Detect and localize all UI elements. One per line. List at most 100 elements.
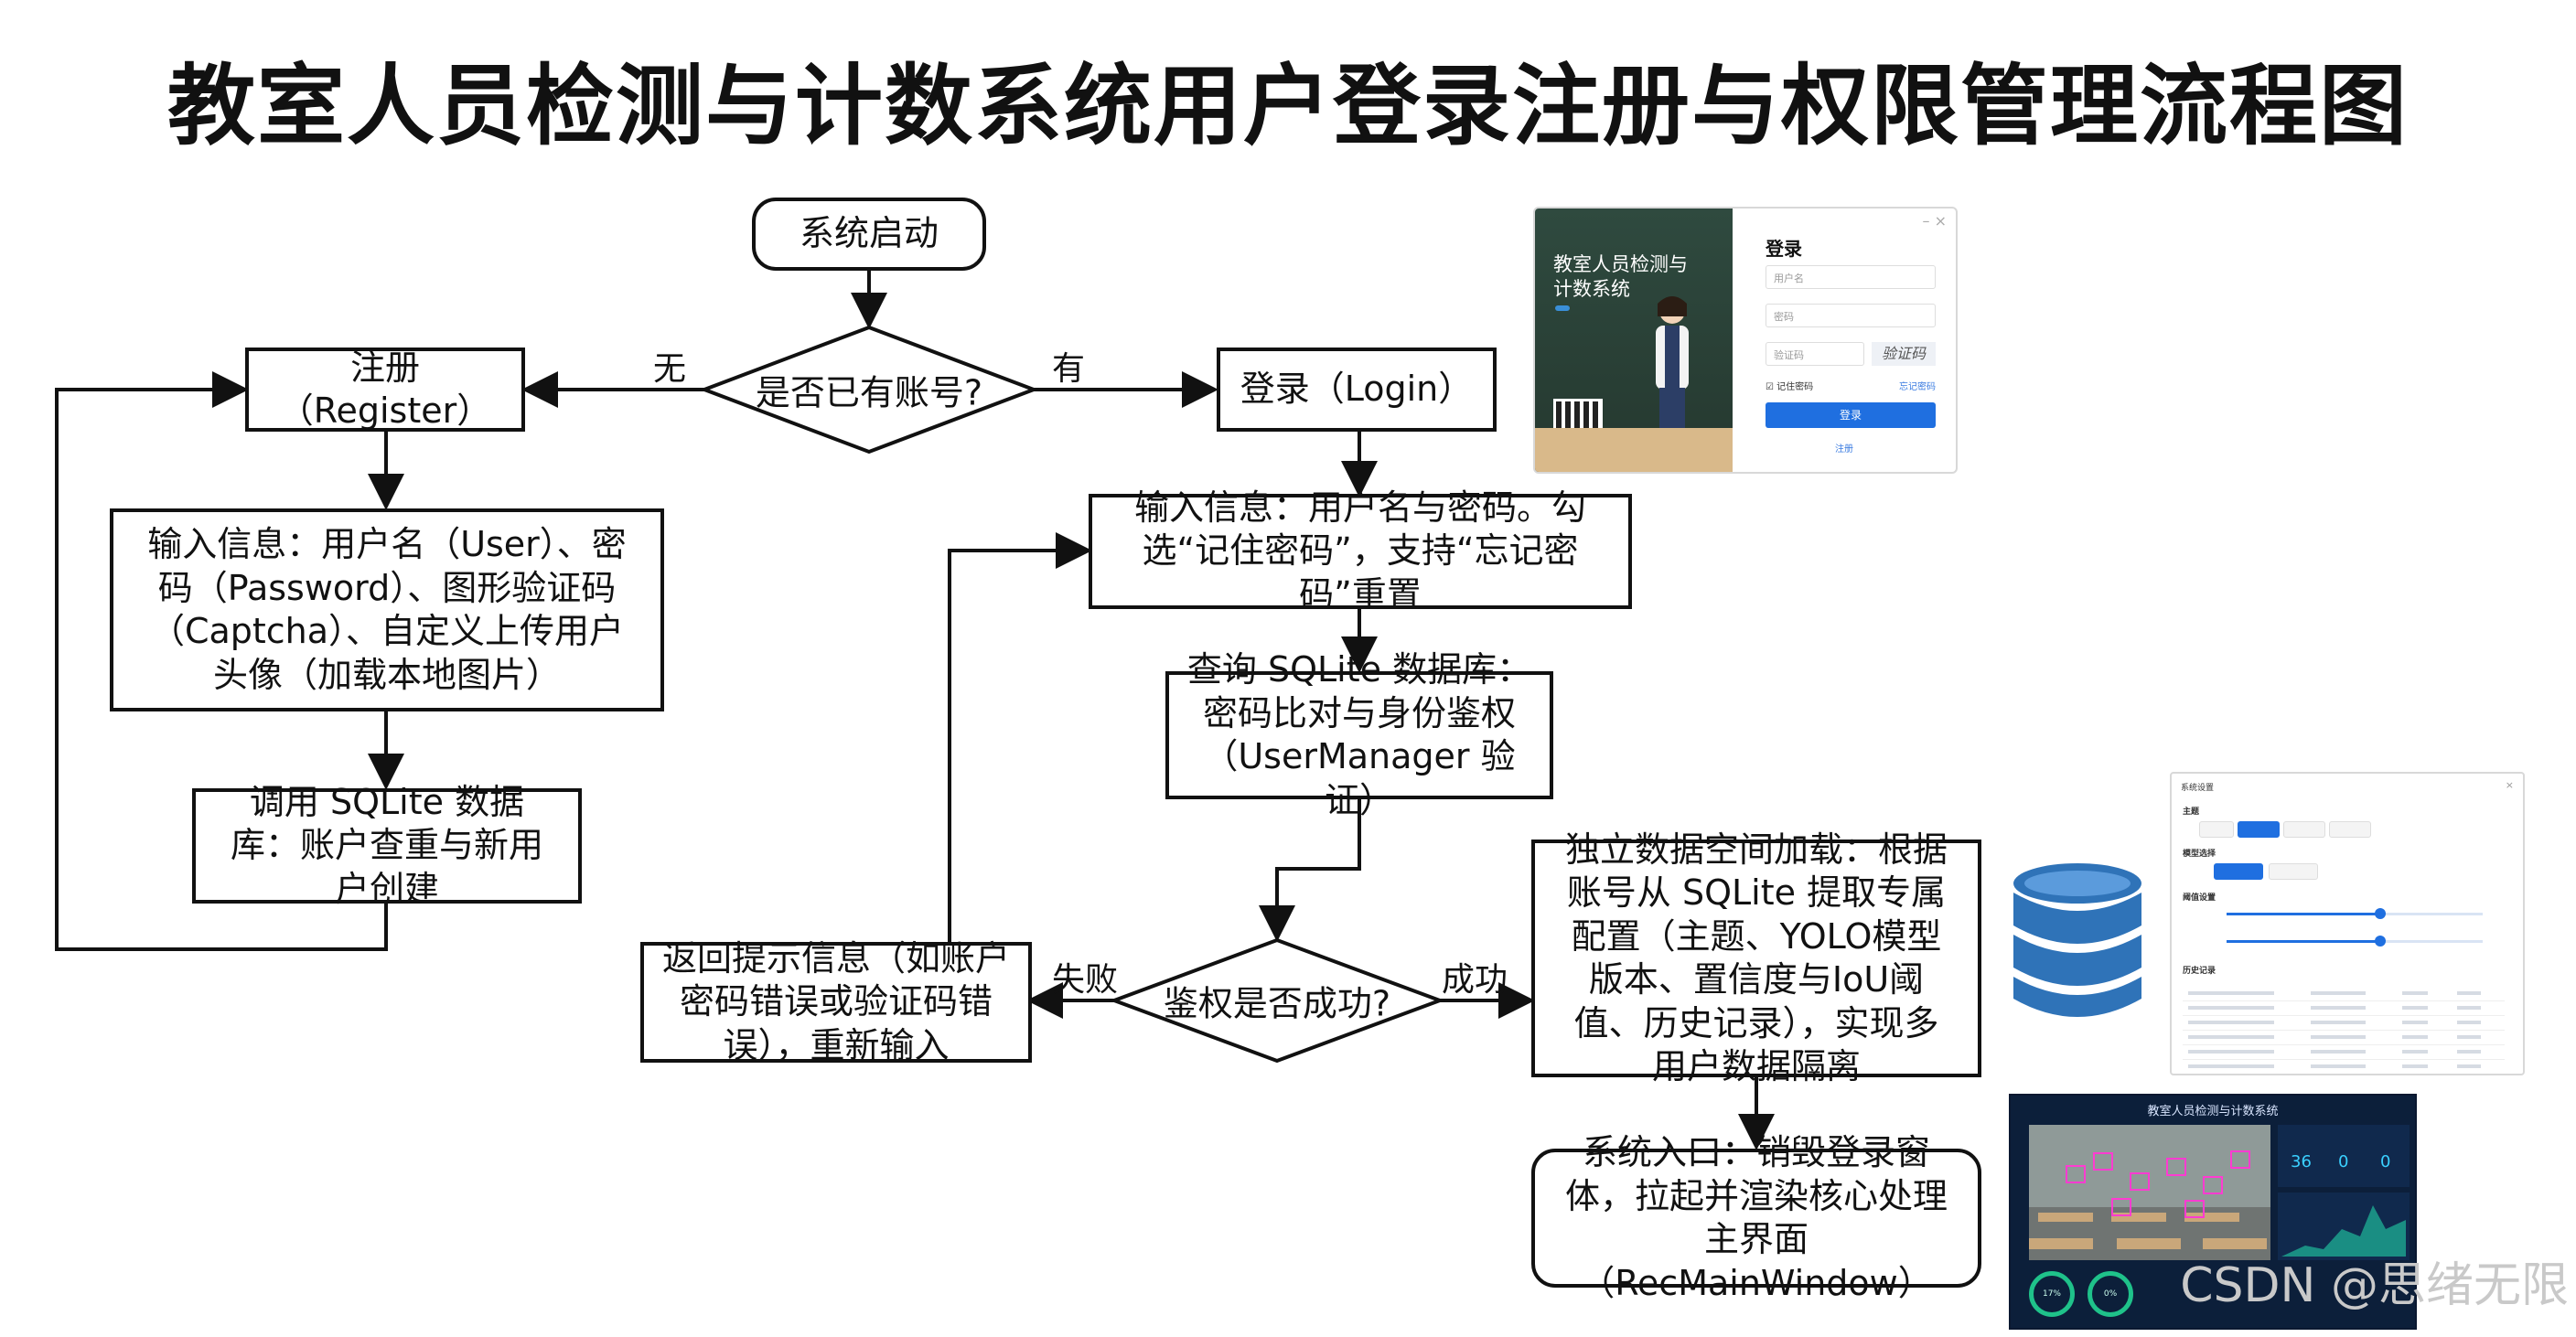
history-cell — [2188, 1050, 2219, 1054]
history-row — [2183, 1059, 2505, 1074]
captcha-input[interactable]: 验证码 — [1766, 342, 1864, 366]
stats-panel: 36 0 0 — [2278, 1125, 2410, 1187]
decision-has-account-shape — [699, 325, 1039, 455]
close-icon[interactable]: – × — [1922, 212, 1948, 230]
decision-auth-shape — [1109, 937, 1445, 1064]
node-login: 登录（Login） — [1217, 348, 1497, 432]
remember-password-checkbox[interactable]: ☑ 记住密码 — [1766, 382, 1814, 392]
login-button[interactable]: 登录 — [1766, 402, 1936, 428]
gauge-2: 0% — [2088, 1271, 2133, 1317]
theme-option[interactable] — [2329, 821, 2371, 838]
history-cell — [2402, 991, 2428, 995]
watermark: CSDN @思绪无限 — [2180, 1258, 2569, 1313]
edge-label-success: 成功 — [1442, 961, 1508, 999]
forgot-password-link[interactable]: 忘记密码 — [1899, 382, 1936, 392]
history-row — [2183, 986, 2505, 1001]
history-cell — [2219, 1006, 2274, 1010]
threshold-label: 阈值设置 — [2183, 893, 2216, 903]
classroom-scene — [2029, 1125, 2270, 1260]
history-cell — [2402, 1035, 2428, 1039]
history-cell — [2311, 1064, 2366, 1068]
history-cell — [2457, 991, 2481, 995]
history-cell — [2188, 1006, 2219, 1010]
history-cell — [2311, 1050, 2366, 1054]
detection-box — [2066, 1165, 2086, 1183]
edge-label-yes: 有 — [1052, 350, 1086, 388]
stat-value: 0 — [2338, 1152, 2349, 1171]
decision-auth: 鉴权是否成功? — [1163, 983, 1391, 1024]
iou-slider-knob[interactable] — [2375, 936, 2386, 947]
confidence-slider-knob[interactable] — [2375, 908, 2386, 919]
login-brand-text: 教室人员检测与计数系统 — [1553, 253, 1688, 301]
history-cell — [2219, 1064, 2274, 1068]
node-start: 系统启动 — [752, 198, 986, 271]
history-cell — [2188, 1064, 2219, 1068]
register-link[interactable]: 注册 — [1835, 444, 1853, 455]
history-row — [2183, 1000, 2505, 1016]
history-cell — [2219, 1021, 2274, 1024]
node-load-space: 独立数据空间加载：根据账号从 SQLite 提取专属配置（主题、YOLO模型版本… — [1531, 829, 1981, 1086]
history-cell — [2402, 1064, 2428, 1068]
username-input[interactable]: 用户名 — [1766, 265, 1936, 289]
detection-video-frame — [2029, 1125, 2270, 1260]
node-register-db: 调用 SQLite 数据库：账户查重与新用户创建 — [192, 782, 582, 909]
settings-window-screenshot: 系统设置 × 主题 模型选择 阈值设置 历史记录 — [2170, 772, 2525, 1075]
history-cell — [2311, 1035, 2366, 1039]
confidence-slider[interactable] — [2227, 908, 2483, 919]
detection-box — [2230, 1150, 2250, 1169]
history-cell — [2457, 1021, 2481, 1024]
edge-label-no: 无 — [653, 350, 687, 388]
diagram-title: 教室人员检测与计数系统用户登录注册与权限管理流程图 — [167, 55, 2409, 157]
node-register-input: 输入信息：用户名（User）、密码（Password）、图形验证码（Captch… — [110, 508, 664, 711]
confidence-slider-fill — [2227, 913, 2380, 915]
remember-label: 记住密码 — [1776, 382, 1814, 392]
login-form: – × 登录 用户名 密码 验证码 验证码 ☑ 记住密码 忘记密码 登录 注册 — [1733, 209, 1956, 472]
password-input[interactable]: 密码 — [1766, 304, 1936, 327]
history-cell — [2219, 1050, 2274, 1054]
captcha-image[interactable]: 验证码 — [1872, 342, 1936, 366]
history-cell — [2402, 1006, 2428, 1010]
theme-option[interactable] — [2283, 821, 2325, 838]
history-cell — [2457, 1035, 2481, 1039]
history-cell — [2457, 1064, 2481, 1068]
trend-chart — [2278, 1193, 2410, 1260]
stat-value: 0 — [2380, 1152, 2391, 1171]
history-cell — [2219, 1035, 2274, 1039]
register-row: 注册 — [1733, 441, 1956, 455]
theme-option[interactable] — [2199, 821, 2234, 838]
model-option[interactable] — [2269, 863, 2318, 880]
detection-box — [2184, 1200, 2205, 1218]
history-cell — [2311, 1006, 2366, 1010]
node-entry: 系统入口：销毁登录窗体，拉起并渲染核心处理主界面（RecMainWindow） — [1531, 1132, 1981, 1303]
detection-box — [2093, 1152, 2113, 1171]
person-count: 36 — [2291, 1152, 2312, 1171]
history-cell — [2311, 991, 2366, 995]
history-cell — [2457, 1050, 2481, 1054]
close-icon[interactable]: × — [2505, 779, 2514, 791]
teacher-illustration — [1656, 296, 1689, 428]
login-brand-tag — [1555, 305, 1570, 311]
classroom-desks — [1535, 428, 1733, 472]
theme-option-selected[interactable] — [2238, 821, 2280, 838]
node-register: 注册（Register） — [245, 348, 525, 432]
history-label: 历史记录 — [2183, 967, 2216, 976]
history-row — [2183, 1015, 2505, 1031]
model-option-selected[interactable] — [2214, 863, 2263, 880]
history-cell — [2188, 1021, 2219, 1024]
main-window-title: 教室人员检测与计数系统 — [2147, 1105, 2279, 1118]
history-cell — [2402, 1050, 2428, 1054]
history-cell — [2311, 1021, 2366, 1024]
iou-slider[interactable] — [2227, 936, 2483, 947]
node-fail-message: 返回提示信息（如账户密码错误或验证码错误），重新输入 — [640, 938, 1032, 1065]
decision-has-account: 是否已有账号? — [755, 372, 983, 413]
edge-label-fail: 失败 — [1052, 961, 1119, 999]
node-login-input: 输入信息：用户名与密码。勾选“记住密码”，支持“忘记密码”重置 — [1089, 487, 1632, 615]
detection-box — [2166, 1158, 2186, 1176]
history-cell — [2188, 991, 2219, 995]
history-cell — [2188, 1035, 2219, 1039]
gauge-1: 17% — [2029, 1271, 2075, 1317]
history-cell — [2219, 991, 2274, 995]
detection-box — [2111, 1198, 2131, 1216]
detection-box — [2130, 1172, 2150, 1191]
theme-label: 主题 — [2183, 808, 2200, 817]
